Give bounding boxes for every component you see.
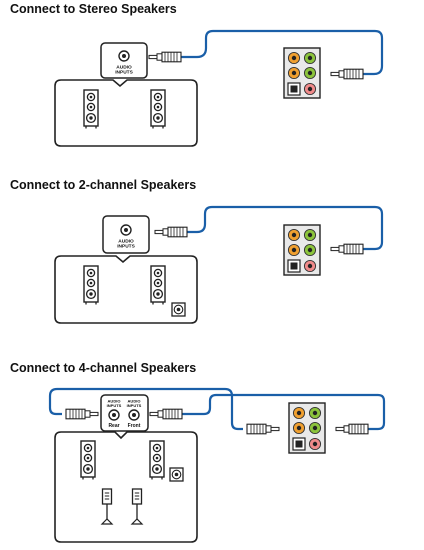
2-channel-diagram: AUDIO INPUTS: [54, 205, 384, 324]
right-speaker-icon: [150, 265, 166, 306]
section-title-stereo: Connect to Stereo Speakers: [10, 2, 177, 16]
rear-audio-panel: [288, 402, 326, 454]
speaker-enclosure: [54, 431, 198, 543]
audio-cable: [181, 29, 384, 76]
panel-side-plug: [330, 68, 364, 80]
section-title-4-channel: Connect to 4-channel Speakers: [10, 361, 197, 375]
audio-inputs-label-line2: INPUTS: [117, 244, 135, 250]
rear-audio-cable: [48, 387, 243, 431]
audio-inputs-label-line1: AUDIO: [118, 239, 134, 245]
front-speaker-plug: [149, 408, 183, 420]
front-audio-inputs-label-line1: AUDIO: [128, 399, 141, 404]
4-channel-diagram: AUDIO INPUTS AUDIO INPUTS Rear Front: [48, 387, 386, 543]
panel-side-plug: [330, 243, 364, 255]
front-panel-plug: [335, 423, 369, 435]
stereo-diagram: AUDIO INPUTS: [54, 29, 384, 147]
audio-input-jack-icon: [120, 224, 132, 236]
front-input-jack-icon: [128, 409, 140, 421]
front-audio-cable: [182, 393, 386, 431]
left-speaker-icon: [83, 89, 99, 130]
front-audio-inputs-label-line2: INPUTS: [127, 403, 142, 408]
right-speaker-icon: [150, 89, 166, 130]
speaker-side-plug: [154, 226, 188, 238]
audio-inputs-label-line1: AUDIO: [116, 65, 132, 71]
audio-input-callout: [100, 394, 149, 432]
section-title-2-channel: Connect to 2-channel Speakers: [10, 178, 197, 192]
speaker-enclosure: [54, 79, 198, 147]
rear-label: Rear: [108, 423, 119, 429]
audio-input-jack-icon: [118, 50, 130, 62]
subwoofer-icon: [171, 302, 186, 317]
right-speaker-icon: [149, 440, 165, 481]
audio-inputs-label-line2: INPUTS: [115, 70, 133, 76]
rear-audio-inputs-label-line2: INPUTS: [107, 403, 122, 408]
front-label: Front: [128, 423, 141, 429]
rear-panel-plug: [246, 423, 280, 435]
rear-audio-panel: [283, 47, 321, 99]
rear-input-jack-icon: [108, 409, 120, 421]
left-speaker-icon: [83, 265, 99, 306]
rear-audio-panel: [283, 224, 321, 276]
subwoofer-icon: [169, 467, 184, 482]
left-speaker-icon: [80, 440, 96, 481]
audio-cable: [187, 205, 384, 251]
speaker-side-plug: [148, 51, 182, 63]
rear-audio-inputs-label-line1: AUDIO: [108, 399, 121, 404]
rear-speaker-plug: [65, 408, 99, 420]
